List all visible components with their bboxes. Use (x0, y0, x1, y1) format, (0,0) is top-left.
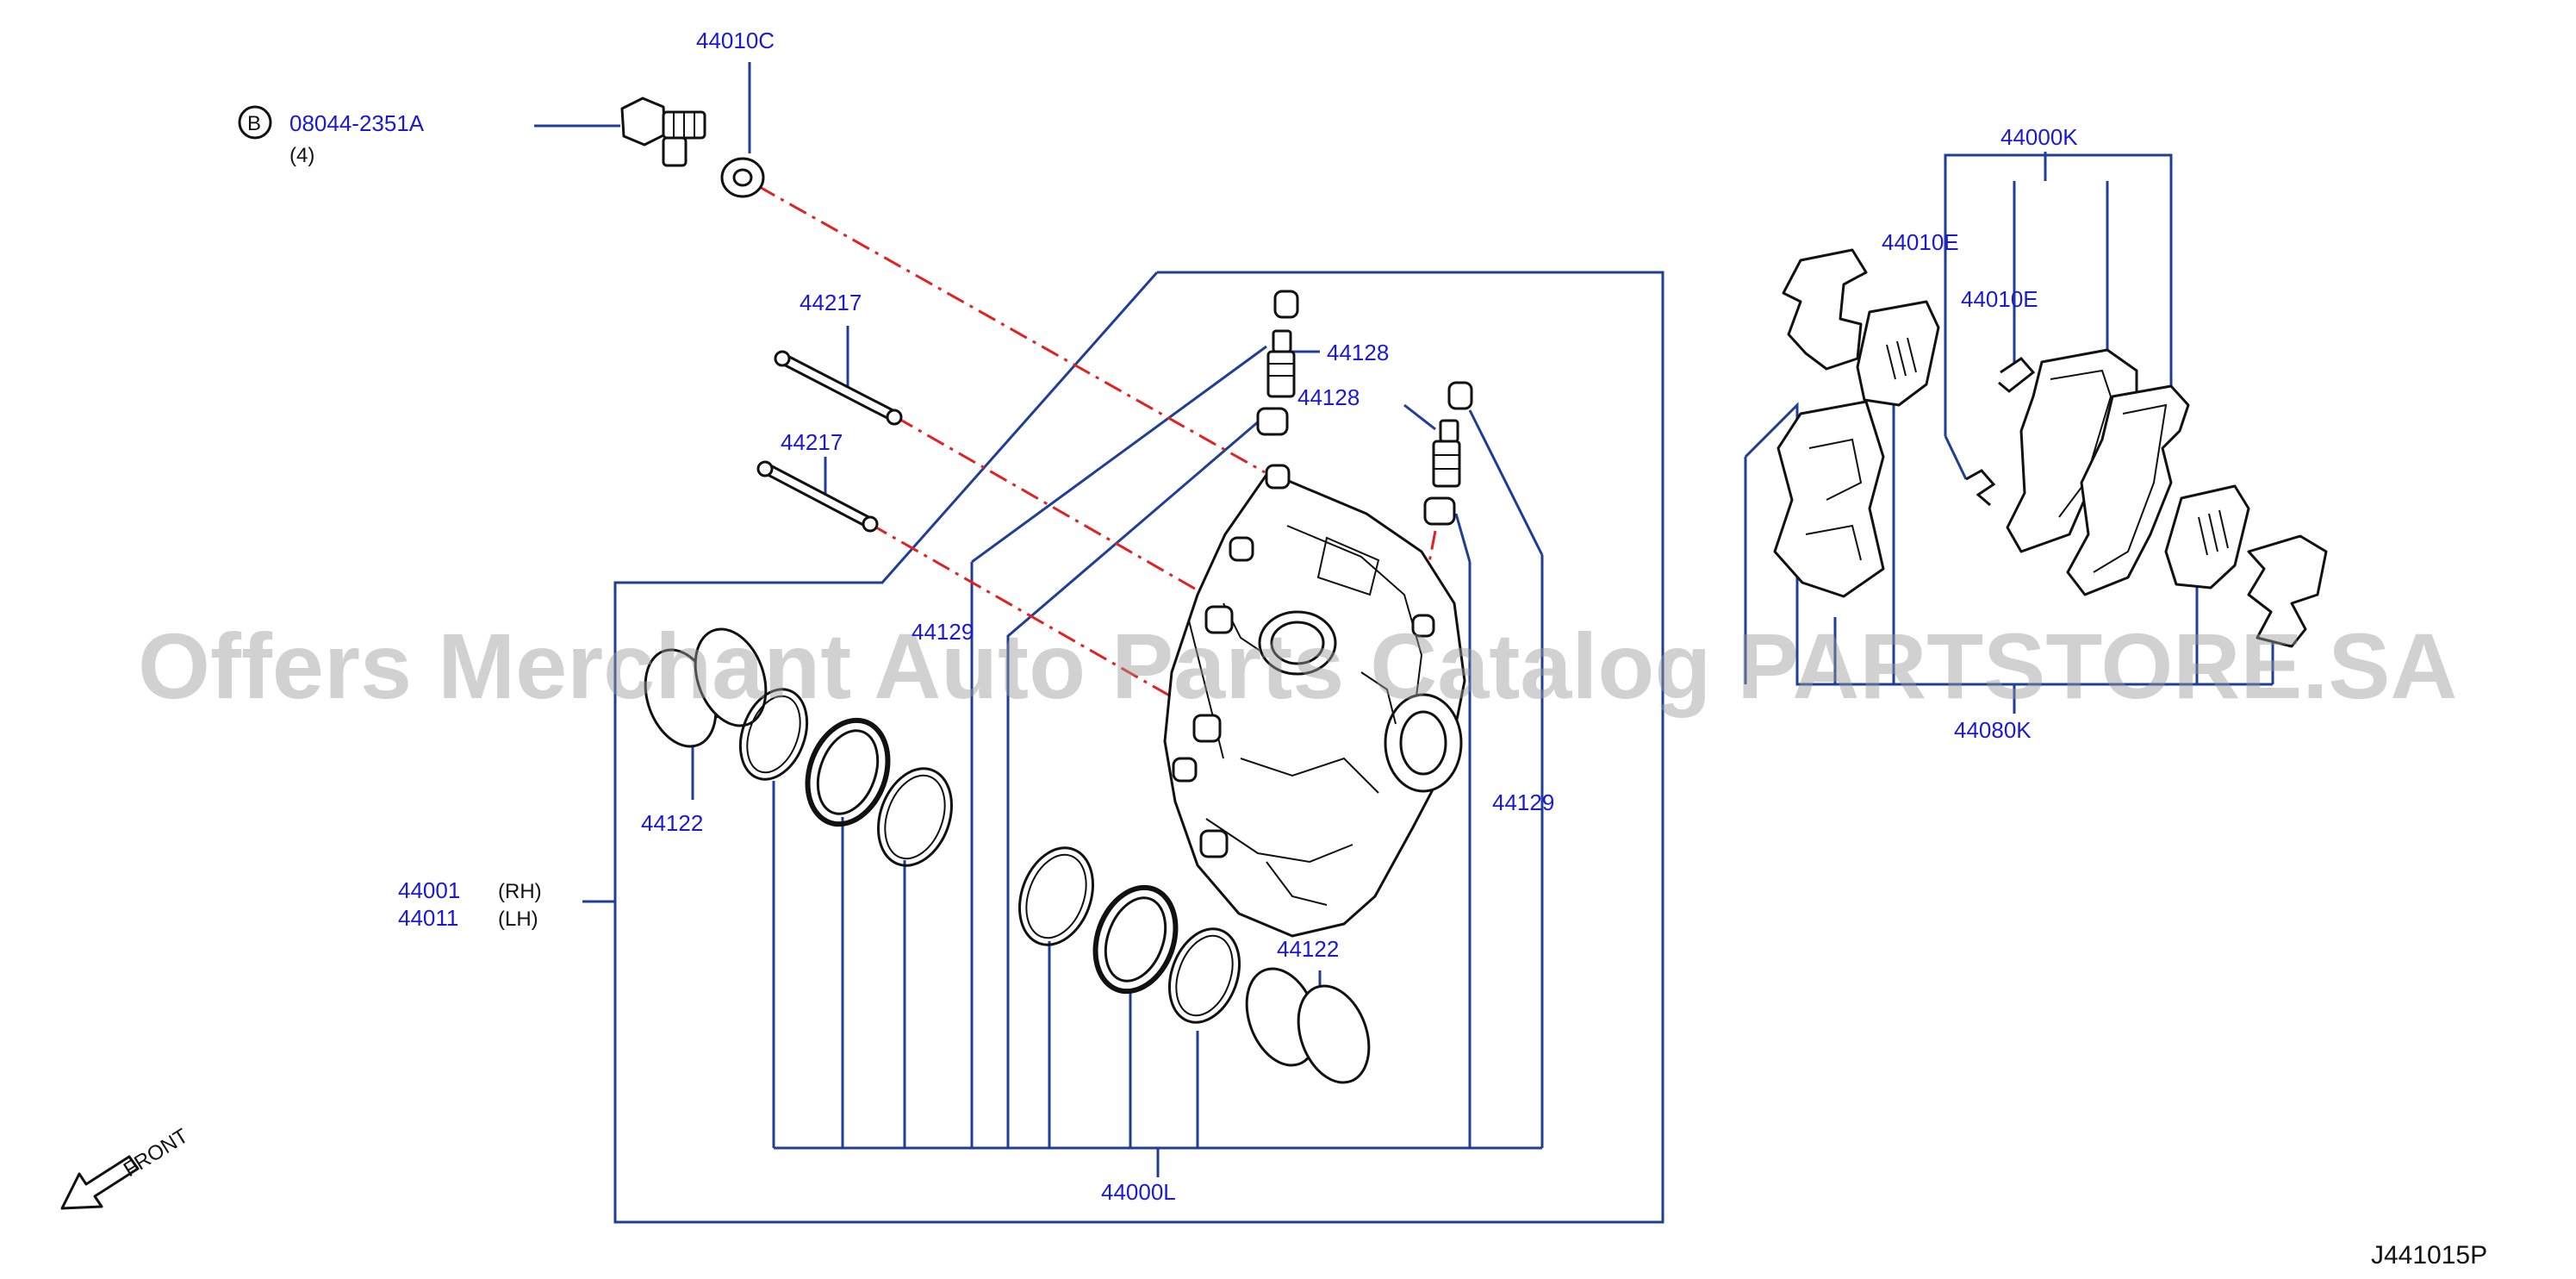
shim-right-icon (2164, 484, 2250, 590)
label-bolt-part[interactable]: 08044-2351A (289, 110, 425, 136)
label-44001[interactable]: 44001 (398, 877, 460, 903)
bolt-badge: B (247, 112, 261, 135)
seal-right-2-icon (1167, 927, 1241, 1024)
label-44217-lower[interactable]: 44217 (781, 429, 843, 455)
guide-pin-upper-icon (774, 350, 903, 426)
bolt-qty: (4) (289, 144, 314, 167)
label-44011[interactable]: 44011 (398, 905, 458, 931)
label-44129-left[interactable]: 44129 (912, 619, 974, 645)
caliper-body-icon (1163, 464, 1466, 938)
watermark: Offers Merchant Auto Parts Catalog PARTS… (138, 614, 2457, 718)
washer-icon (720, 157, 765, 198)
piston-left-icon (644, 627, 768, 748)
seal-left-1-icon (738, 688, 809, 781)
label-rh: (RH) (498, 880, 542, 903)
bleeder-screw-lower-icon (1423, 419, 1461, 526)
label-44122-right[interactable]: 44122 (1277, 936, 1339, 962)
anti-rattle-clip-left-icon (1782, 248, 1868, 371)
piston-right-icon (1245, 967, 1371, 1084)
label-44010e-lower[interactable]: 44010E (1961, 286, 2038, 312)
guide-pin-lower-icon (756, 460, 879, 533)
pin-lower-alignment (869, 522, 1190, 708)
cap-right-leader (1454, 513, 1472, 563)
cap-right-upper (1468, 409, 1544, 556)
pad-kit-bracket (1944, 153, 2173, 181)
leader-lines (534, 62, 2274, 1224)
bleeder-lower-leader (1403, 403, 1436, 431)
diagram-code: J441015P (2371, 1241, 2487, 1270)
label-44129-right[interactable]: 44129 (1492, 789, 1554, 815)
label-44128-upper[interactable]: 44128 (1327, 340, 1389, 365)
label-44000k[interactable]: 44000K (2000, 124, 2078, 150)
front-label: FRONT (120, 1124, 193, 1182)
brake-pad-inner-icon (2006, 348, 2138, 553)
wire-clip-upper-icon (1998, 357, 2036, 393)
wire-clip-lower-icon (1965, 469, 1996, 507)
seal-left-2-icon (876, 767, 954, 867)
bleeder-screw-upper-icon (1256, 329, 1296, 436)
bleeder-cap-lower-icon (1447, 381, 1473, 410)
brake-pad-outer-icon (2066, 384, 2190, 596)
anti-rattle-clip-right-icon (2247, 534, 2328, 648)
label-44217-upper[interactable]: 44217 (800, 290, 862, 315)
caliper-bracket (613, 271, 1664, 1224)
bolt-alignment (757, 184, 1266, 474)
shim-upper-leader (1944, 435, 1968, 480)
label-44000l[interactable]: 44000L (1101, 1179, 1176, 1205)
front-arrow-icon (60, 1155, 140, 1210)
cap-left-leader-a (971, 345, 1267, 564)
seal-right-1-icon (1017, 846, 1095, 946)
label-44128-lower[interactable]: 44128 (1297, 384, 1360, 410)
label-lh: (LH) (498, 908, 538, 931)
label-44010c[interactable]: 44010C (696, 28, 775, 53)
bolt-badge-circle (238, 105, 272, 140)
bleeder-cap-upper-icon (1273, 290, 1299, 319)
bolt-icon (620, 97, 706, 167)
label-44080k[interactable]: 44080K (1954, 717, 2032, 743)
label-44122-left[interactable]: 44122 (641, 810, 703, 836)
dust-boot-left-icon (805, 717, 891, 827)
shim-left-icon (1856, 300, 1940, 407)
dust-boot-right-icon (1092, 884, 1179, 995)
cap-left-leader-b (1006, 419, 1260, 684)
label-44010e-upper[interactable]: 44010E (1882, 229, 1959, 255)
pin-upper-alignment (895, 415, 1212, 600)
spring-clip-icon (1773, 400, 1885, 598)
